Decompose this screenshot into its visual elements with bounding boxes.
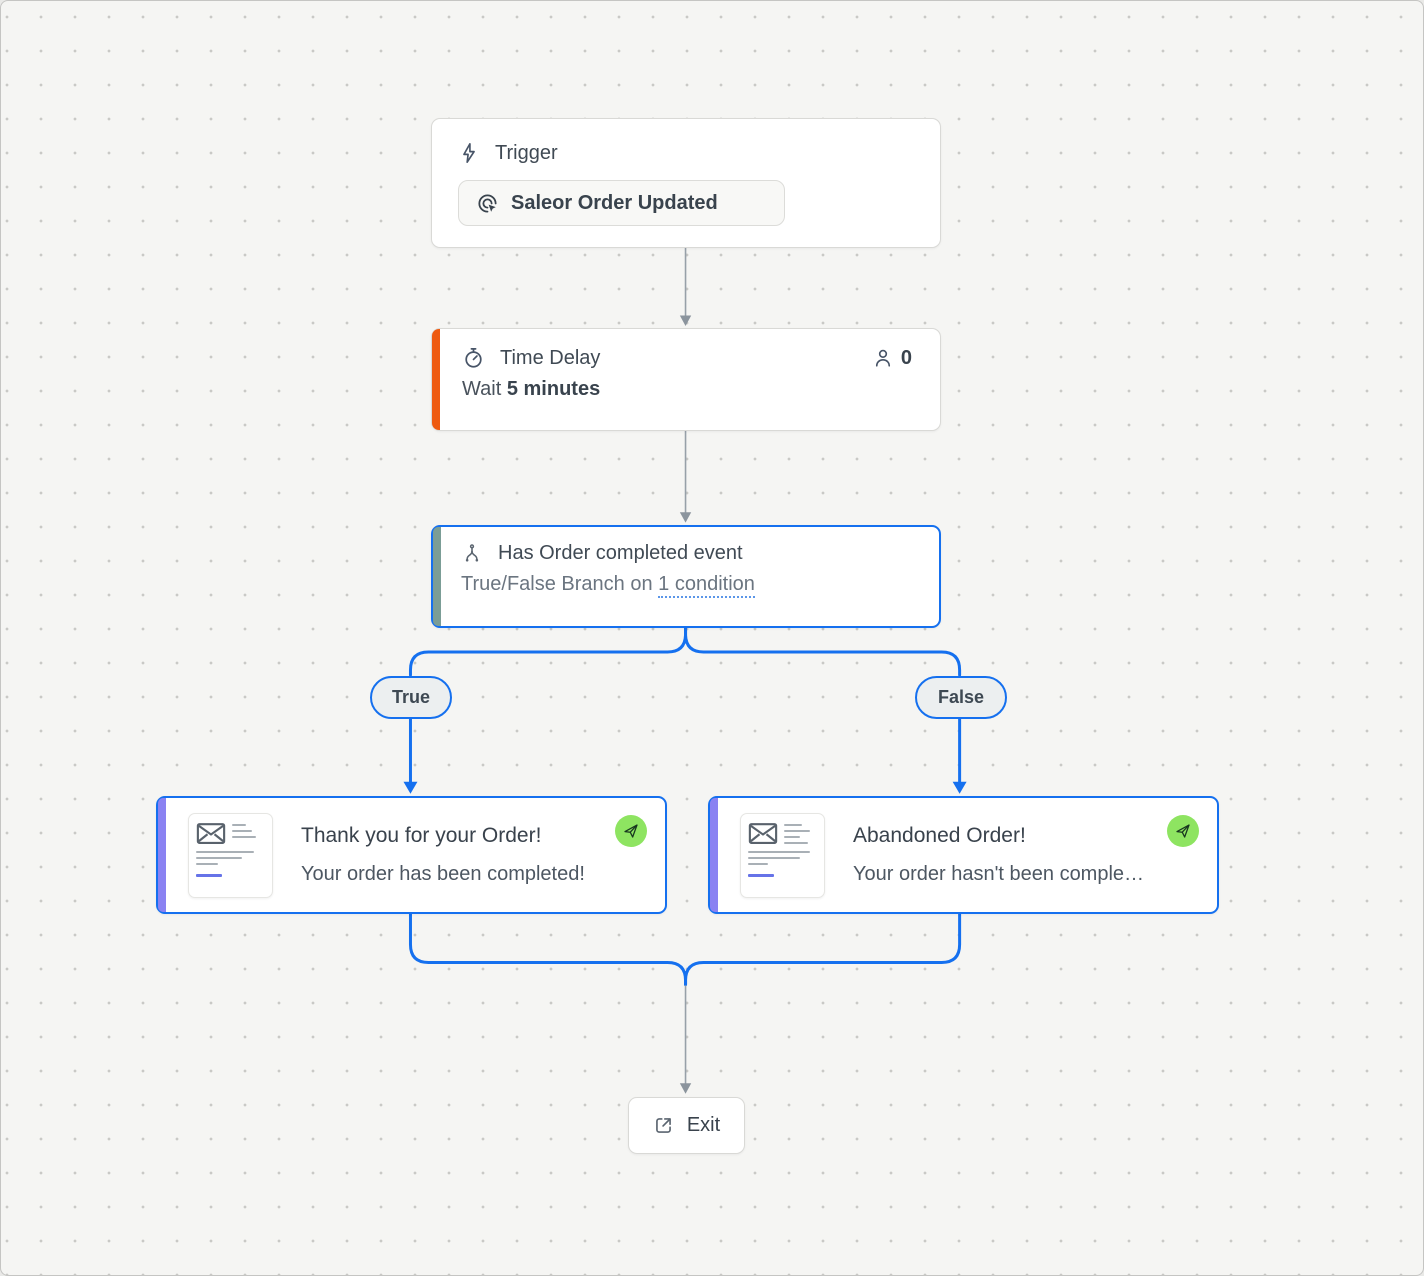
email-accent-bar bbox=[710, 798, 718, 912]
condition-title: Has Order completed event bbox=[498, 542, 743, 564]
envelope-icon bbox=[748, 822, 778, 845]
arrowhead bbox=[952, 781, 967, 794]
external-link-icon bbox=[653, 1115, 674, 1136]
time-delay-node[interactable]: Time Delay 0 Wait 5 minutes bbox=[431, 328, 941, 431]
arrowhead bbox=[679, 315, 692, 326]
true-label: True bbox=[391, 687, 430, 707]
preview-link-line bbox=[196, 873, 222, 877]
delay-title: Time Delay bbox=[500, 346, 601, 369]
preview-text-line bbox=[784, 829, 810, 832]
stopwatch-icon bbox=[462, 346, 485, 370]
condition-subtitle: True/False Branch on 1 condition bbox=[461, 573, 913, 598]
send-icon bbox=[622, 822, 640, 840]
delay-accent-bar bbox=[432, 329, 440, 430]
arrowhead bbox=[679, 512, 692, 523]
branch-label-true: True bbox=[370, 676, 452, 719]
send-status-badge bbox=[615, 815, 647, 847]
trigger-node[interactable]: Trigger Saleor Order Updated bbox=[431, 118, 941, 248]
person-icon bbox=[872, 347, 894, 369]
contact-count-value: 0 bbox=[900, 346, 912, 369]
contact-count: 0 bbox=[872, 347, 912, 370]
trigger-event-button[interactable]: Saleor Order Updated bbox=[458, 180, 785, 226]
preview-text-line bbox=[748, 862, 768, 865]
delay-wait-value: 5 minutes bbox=[506, 378, 601, 400]
condition-node[interactable]: Has Order completed event True/False Bra… bbox=[431, 525, 941, 628]
email-preview-thumbnail bbox=[188, 812, 273, 898]
preview-text-line bbox=[784, 841, 808, 844]
edge-merge-right bbox=[684, 912, 962, 986]
condition-accent-bar bbox=[433, 527, 441, 626]
condition-count-link[interactable]: 1 condition bbox=[658, 573, 755, 598]
send-status-badge bbox=[1167, 815, 1199, 847]
arrowhead bbox=[679, 1083, 692, 1094]
edge-merge-left bbox=[408, 912, 688, 986]
edge-split-true bbox=[408, 626, 688, 677]
edge-split-false bbox=[684, 626, 962, 677]
email-accent-bar bbox=[158, 798, 166, 912]
exit-node[interactable]: Exit bbox=[628, 1097, 745, 1154]
preview-text-line bbox=[232, 835, 256, 838]
preview-text-line bbox=[232, 829, 252, 832]
email-node-false[interactable]: Abandoned Order! Your order hasn't been … bbox=[708, 796, 1219, 914]
preview-link-line bbox=[748, 873, 774, 877]
email-subtitle: Your order has been completed! bbox=[301, 863, 585, 885]
preview-text-line bbox=[196, 856, 242, 859]
preview-text-line bbox=[232, 823, 246, 826]
exit-label: Exit bbox=[686, 1114, 721, 1136]
preview-text-line bbox=[748, 850, 810, 853]
click-target-icon bbox=[476, 192, 499, 215]
preview-text-line bbox=[784, 835, 800, 838]
email-title: Thank you for your Order! bbox=[301, 824, 542, 847]
preview-text-line bbox=[784, 823, 802, 826]
preview-text-line bbox=[196, 862, 218, 865]
branch-split-icon bbox=[461, 542, 483, 565]
branch-label-false: False bbox=[915, 676, 1007, 719]
preview-text-line bbox=[196, 850, 254, 853]
trigger-title: Trigger bbox=[495, 141, 558, 164]
envelope-icon bbox=[196, 822, 226, 845]
email-node-true[interactable]: Thank you for your Order! Your order has… bbox=[156, 796, 667, 914]
delay-description: Wait 5 minutes bbox=[462, 378, 601, 400]
send-icon bbox=[1174, 822, 1192, 840]
arrowhead bbox=[403, 781, 418, 794]
trigger-event-label: Saleor Order Updated bbox=[511, 191, 718, 214]
preview-text-line bbox=[748, 856, 800, 859]
email-title: Abandoned Order! bbox=[853, 824, 1026, 847]
lightning-icon bbox=[458, 141, 480, 165]
email-preview-thumbnail bbox=[740, 812, 825, 898]
false-label: False bbox=[937, 687, 985, 707]
email-subtitle: Your order hasn't been comple… bbox=[853, 863, 1145, 885]
